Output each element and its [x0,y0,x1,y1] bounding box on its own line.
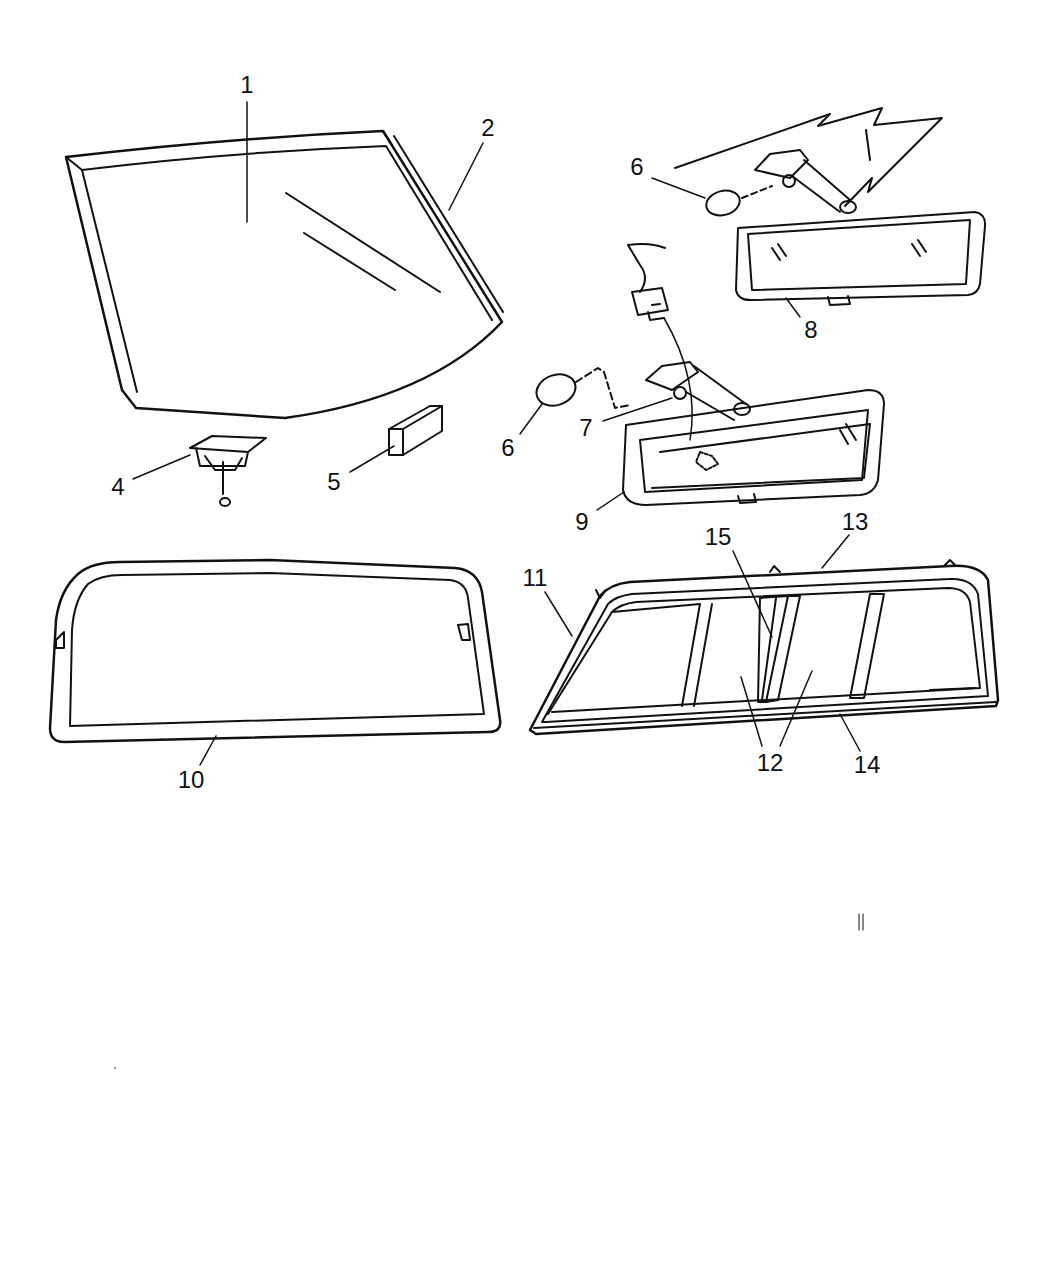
callout-number: 6 [499,435,516,461]
adhesive-block [389,406,442,455]
rearview-mirror [675,108,985,305]
dot [114,1067,116,1069]
mirror-bracket [190,436,266,506]
sliding-window [530,560,998,734]
callout-number: 7 [577,415,594,441]
callout-number: 8 [802,317,819,343]
callout-number: 1 [238,72,255,98]
callout-number: 11 [521,565,550,591]
callout-number: 2 [479,115,496,141]
callout-number: 12 [755,750,786,776]
mark [859,914,863,930]
auto-dim-mirror [532,244,884,505]
callout-number: 6 [628,154,645,180]
callout-number: 4 [109,474,126,500]
callout-number: 15 [703,524,734,550]
leader-lines [133,102,860,765]
back-glass [50,560,500,742]
callout-number: 5 [325,469,342,495]
callout-number: 14 [852,752,883,778]
callout-number: 9 [573,509,590,535]
callout-number: 13 [840,509,871,535]
windshield [66,131,503,418]
callout-number: 10 [176,767,207,793]
